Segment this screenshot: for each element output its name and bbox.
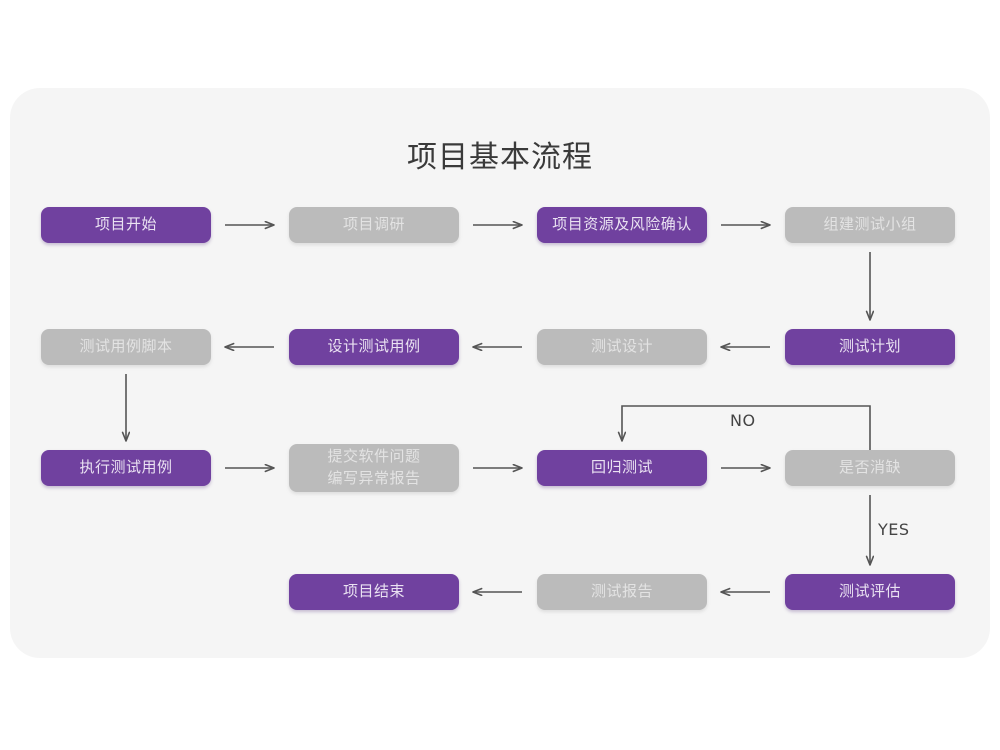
node-project-start[interactable]: 项目开始 (41, 207, 211, 243)
node-design-test-case[interactable]: 设计测试用例 (289, 329, 459, 365)
page-title: 项目基本流程 (407, 140, 593, 175)
edge-label-no: NO (730, 411, 756, 430)
node-test-case-script[interactable]: 测试用例脚本 (41, 329, 211, 365)
node-test-evaluation[interactable]: 测试评估 (785, 574, 955, 610)
node-project-end[interactable]: 项目结束 (289, 574, 459, 610)
node-resource-risk-confirm[interactable]: 项目资源及风险确认 (537, 207, 707, 243)
node-form-test-team[interactable]: 组建测试小组 (785, 207, 955, 243)
node-regression-test[interactable]: 回归测试 (537, 450, 707, 486)
diagram-card (10, 88, 990, 658)
node-project-research[interactable]: 项目调研 (289, 207, 459, 243)
edge-label-yes: YES (878, 520, 910, 539)
node-submit-defect-report[interactable]: 提交软件问题 编写异常报告 (289, 444, 459, 492)
node-test-design[interactable]: 测试设计 (537, 329, 707, 365)
node-execute-test-case[interactable]: 执行测试用例 (41, 450, 211, 486)
node-test-report[interactable]: 测试报告 (537, 574, 707, 610)
node-test-plan[interactable]: 测试计划 (785, 329, 955, 365)
node-defect-resolved[interactable]: 是否消缺 (785, 450, 955, 486)
